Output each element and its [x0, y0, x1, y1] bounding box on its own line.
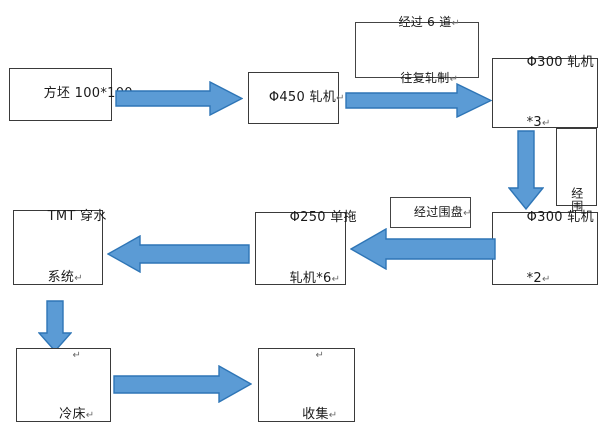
arrow-cooling-bed-to-collection — [113, 365, 252, 403]
arrow-mill450-to-mill300x3 — [345, 83, 492, 118]
node-loop-note[interactable]: 经过围盘↵ — [390, 197, 472, 228]
node-mill300-x3[interactable]: Φ300 轧机 *3↵ — [492, 55, 598, 130]
node-tmt[interactable]: TMT 穿水 系统↵ — [13, 209, 106, 285]
node-tmt-text2: 系统 — [47, 269, 75, 285]
arrow-mill300x2-to-mill250x6 — [350, 228, 496, 270]
pilcrow-icon: ↵ — [72, 349, 82, 361]
arrow-mill250x6-to-tmt — [107, 235, 250, 273]
pilcrow-icon: ↵ — [331, 273, 341, 285]
arrow-left-icon — [107, 235, 250, 273]
node-mill250-x6-line1: Φ250 单拖 — [263, 188, 357, 248]
node-mill250-x6-line2: 轧机*6↵ — [263, 249, 341, 309]
node-cooling-bed-line1: 冷床↵ — [33, 385, 95, 425]
node-passes-note-line1: 经过 6 道↵ — [374, 0, 460, 50]
node-passes-note-text2: 往复轧制 — [400, 70, 450, 85]
arrow-right-icon — [115, 81, 243, 116]
arrow-down-icon — [508, 130, 544, 210]
pilcrow-icon: ↵ — [328, 410, 338, 422]
pilcrow-icon: ↵ — [74, 272, 83, 284]
node-mill300-x3-line2: *3↵ — [500, 93, 590, 153]
arrow-mill300x3-to-mill300x2 — [508, 130, 544, 210]
node-billet[interactable]: 方坯 100*100↵ — [9, 68, 141, 121]
node-loop-note-line1: 经过围盘↵ — [389, 185, 472, 241]
node-tmt-line1: TMT 穿水 — [21, 187, 107, 247]
node-mill450-line1: Φ450 轧机↵ — [242, 68, 345, 128]
node-collection-line1: 收集↵ — [276, 385, 338, 425]
node-passes-note-line2: 往复轧制↵ — [376, 50, 459, 106]
node-mill300-x3-line1: Φ300 轧机 — [500, 33, 594, 93]
node-loop-note-text: 经过围盘 — [413, 205, 464, 220]
arrow-billet-to-mill450 — [115, 81, 243, 116]
node-cooling-bed-blank-line: ↵ — [46, 325, 81, 385]
node-tmt-text1: TMT 穿水 — [47, 209, 107, 225]
node-cooling-bed-text: 冷床 — [59, 407, 86, 423]
node-mill300-x3-text2: *3 — [526, 115, 542, 131]
pilcrow-icon: ↵ — [449, 73, 459, 85]
pilcrow-icon: ↵ — [85, 410, 95, 422]
node-billet-line1: 方坯 100*100↵ — [17, 64, 142, 124]
node-mill300-x2[interactable]: Φ300 轧机 *2↵ — [492, 210, 598, 286]
node-cooling-bed[interactable]: ↵ 冷床↵ — [16, 348, 111, 422]
node-mill250-x6[interactable]: Φ250 单拖 轧机*6↵ — [255, 210, 357, 286]
pilcrow-icon: ↵ — [336, 92, 345, 104]
node-collection[interactable]: ↵ 收集↵ — [258, 348, 355, 422]
node-mill300-x2-text1: Φ300 轧机 — [526, 210, 594, 226]
pilcrow-icon: ↵ — [463, 208, 472, 220]
node-tmt-line2: 系统↵ — [21, 248, 95, 308]
arrow-right-icon — [113, 365, 252, 403]
arrow-down-icon — [38, 300, 72, 352]
node-collection-blank-line: ↵ — [289, 325, 324, 385]
node-mill250-x6-text2: 轧机*6 — [289, 270, 332, 286]
node-mill300-x2-line1: Φ300 轧机 — [500, 188, 594, 248]
arrow-left-icon — [350, 228, 496, 270]
pilcrow-icon: ↵ — [315, 349, 325, 361]
node-mill450-text: Φ450 轧机 — [268, 89, 337, 105]
node-collection-text: 收集 — [302, 407, 329, 423]
arrow-tmt-to-cooling-bed — [38, 300, 72, 352]
node-mill450[interactable]: Φ450 轧机↵ — [248, 72, 345, 124]
node-mill250-x6-text1: Φ250 单拖 — [289, 210, 357, 226]
node-mill300-x2-line2: *2↵ — [500, 249, 590, 309]
pilcrow-icon: ↵ — [541, 273, 551, 285]
node-passes-note-text1: 经过 6 道 — [398, 14, 452, 29]
arrow-right-icon — [345, 83, 492, 118]
pilcrow-icon: ↵ — [541, 118, 551, 130]
node-mill300-x3-text1: Φ300 轧机 — [526, 54, 594, 70]
node-mill300-x2-text2: *2 — [526, 270, 542, 286]
pilcrow-icon: ↵ — [451, 17, 461, 29]
node-passes-note[interactable]: 经过 6 道↵ 往复轧制↵ — [355, 15, 479, 85]
